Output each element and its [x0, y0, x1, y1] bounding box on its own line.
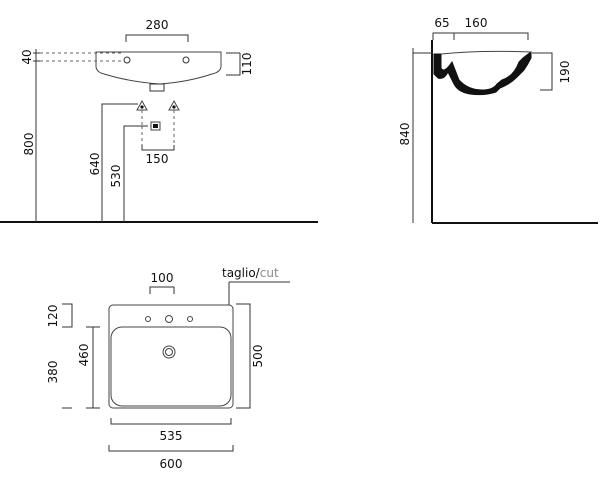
cut-label-main: taglio/	[222, 266, 261, 280]
front-view: 280 40 110 800 640 530	[0, 18, 318, 223]
waste-outlet-core	[153, 124, 158, 128]
dim-190: 190	[558, 61, 572, 84]
dim-65: 65	[434, 16, 449, 30]
dim-line-460	[86, 326, 100, 409]
dim-line-840	[412, 48, 433, 223]
dim-line-280	[125, 34, 189, 42]
bowl-top-outline	[110, 326, 232, 407]
drain-top-inner	[165, 348, 173, 356]
sink-side-rim	[440, 50, 532, 55]
sink-side-profile	[433, 51, 532, 96]
dim-40: 40	[20, 49, 34, 64]
dim-line-640	[101, 103, 138, 222]
dim-120: 120	[46, 305, 60, 328]
dim-640: 640	[88, 153, 102, 176]
dim-280: 280	[146, 18, 169, 32]
dim-800: 800	[22, 133, 36, 156]
top-view: taglio/cut 100 120 380 460 500 535 600	[46, 266, 290, 471]
dim-line-600	[108, 445, 234, 452]
drain-top-outer	[162, 345, 176, 359]
dim-150: 150	[146, 152, 169, 166]
dim-line-100	[149, 286, 175, 294]
tap-hole-right	[182, 56, 190, 64]
tap-hole-top-center	[165, 315, 173, 323]
dim-160: 160	[465, 16, 488, 30]
dim-line-110	[226, 52, 241, 76]
side-view: 65 160 190 840	[398, 16, 598, 224]
dim-530: 530	[109, 165, 123, 188]
dim-840: 840	[398, 123, 412, 146]
supply-valve-right-dot	[172, 105, 176, 109]
basin-front-outline	[95, 51, 222, 85]
dim-line-190	[532, 52, 553, 91]
basin-top-outline	[108, 304, 234, 409]
dim-line-530	[123, 125, 148, 222]
dim-line-500	[236, 303, 251, 409]
dim-line-150	[141, 145, 175, 151]
dim-460: 460	[77, 344, 91, 367]
dim-line-120-380	[62, 303, 73, 409]
dim-line-535	[110, 418, 232, 425]
cut-leader-line	[228, 281, 290, 305]
dim-500: 500	[251, 345, 265, 368]
tap-hole-top-left	[145, 316, 151, 322]
dim-380: 380	[46, 361, 60, 384]
dim-110: 110	[240, 53, 254, 76]
dim-line-65-160	[432, 32, 529, 40]
cut-label-alt: cut	[260, 266, 279, 280]
dim-535: 535	[160, 429, 183, 443]
dim-600: 600	[160, 457, 183, 471]
supply-valve-left-dot	[140, 105, 144, 109]
cut-label: taglio/cut	[222, 266, 279, 280]
tap-hole-left	[123, 56, 131, 64]
tap-hole-top-right	[187, 316, 193, 322]
supply-line-left	[141, 110, 151, 127]
drain-outlet	[149, 83, 165, 92]
dim-100: 100	[151, 271, 174, 285]
